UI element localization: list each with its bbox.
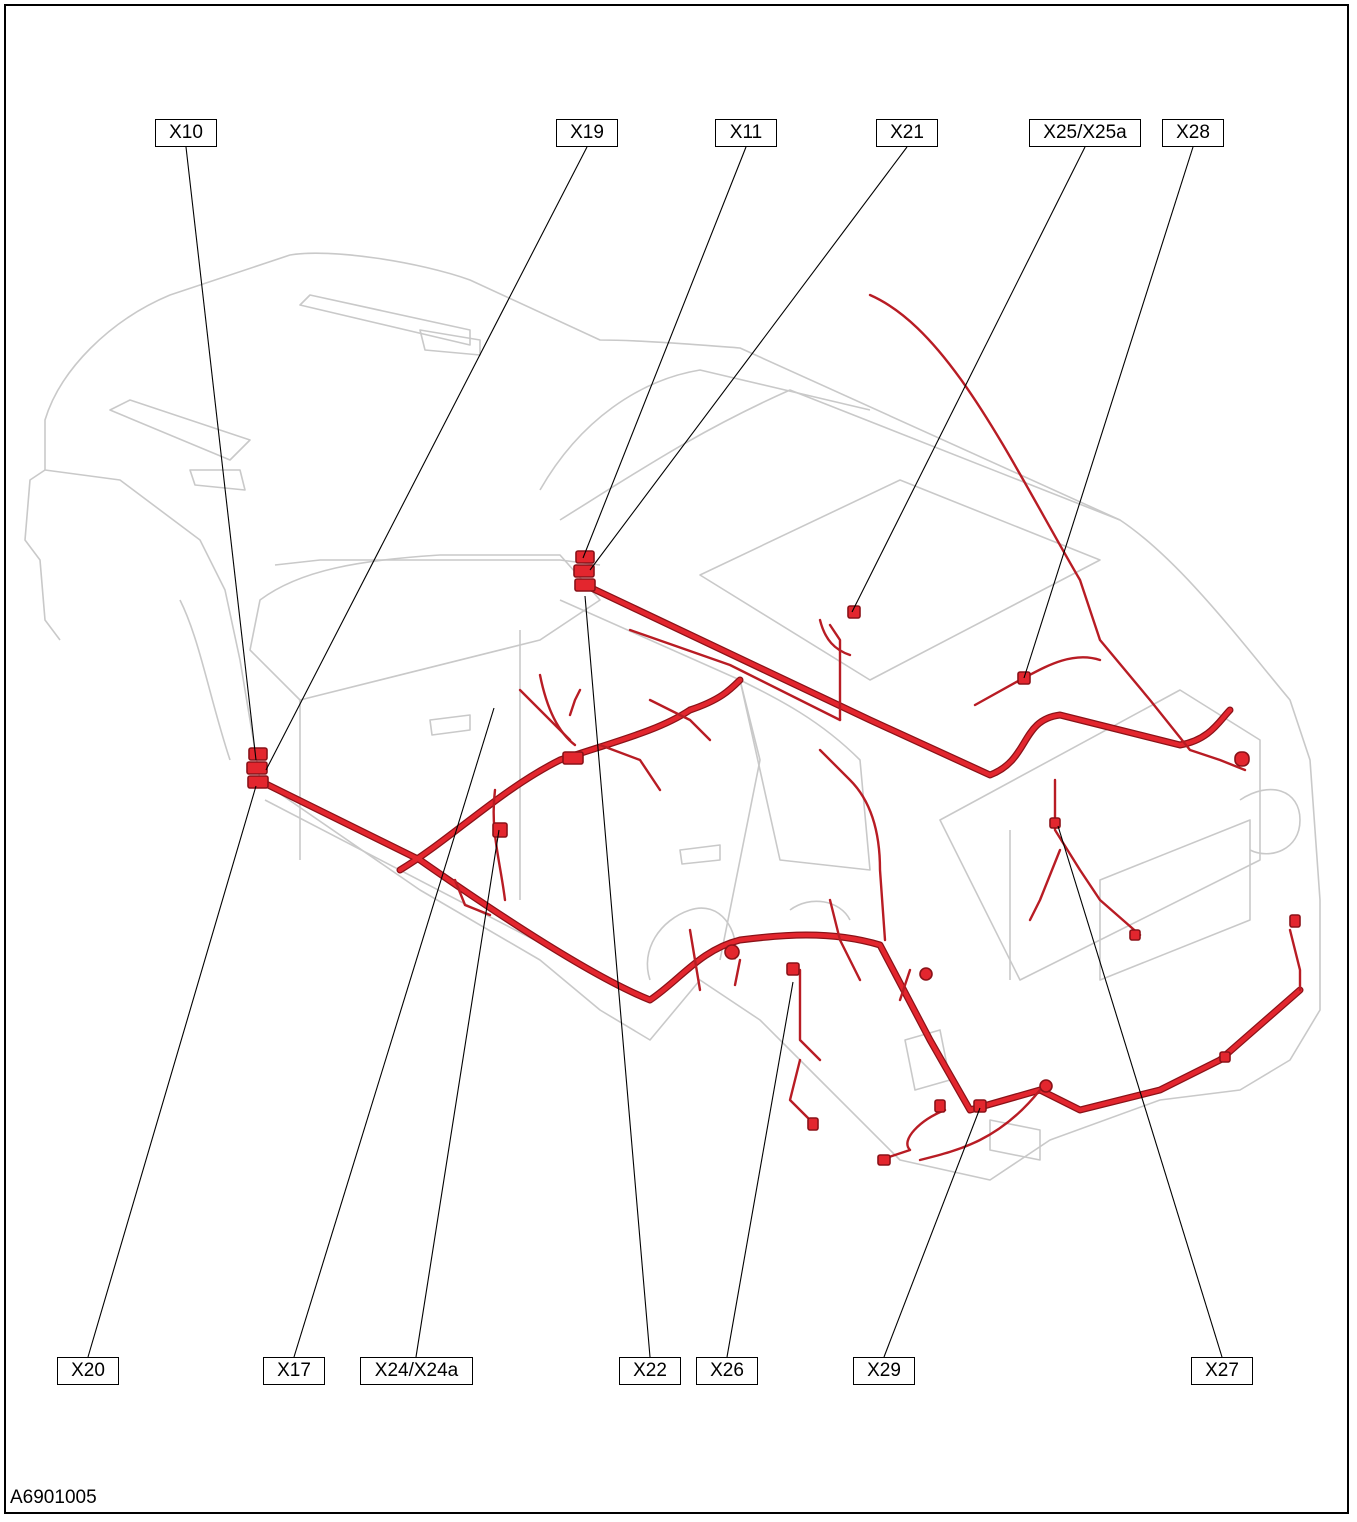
callout-x22: X22: [619, 1357, 681, 1385]
callout-x25-x25a: X25/X25a: [1029, 119, 1141, 147]
callout-x21: X21: [876, 119, 938, 147]
callout-x11: X11: [715, 119, 777, 147]
callout-x29: X29: [853, 1357, 915, 1385]
callout-x27: X27: [1191, 1357, 1253, 1385]
callout-x26: X26: [696, 1357, 758, 1385]
figure-id: A6901005: [10, 1487, 97, 1508]
leader-lines: [87, 146, 1223, 1358]
callout-x20: X20: [57, 1357, 119, 1385]
callout-x24-x24a: X24/X24a: [360, 1357, 473, 1385]
callout-x10: X10: [155, 119, 217, 147]
wiring-harness: [246, 293, 1304, 1166]
callout-x19: X19: [556, 119, 618, 147]
callout-x17: X17: [263, 1357, 325, 1385]
diagram-frame: [4, 4, 1349, 1514]
callout-x28: X28: [1162, 119, 1224, 147]
vehicle-body-outline: [24, 252, 1321, 1181]
